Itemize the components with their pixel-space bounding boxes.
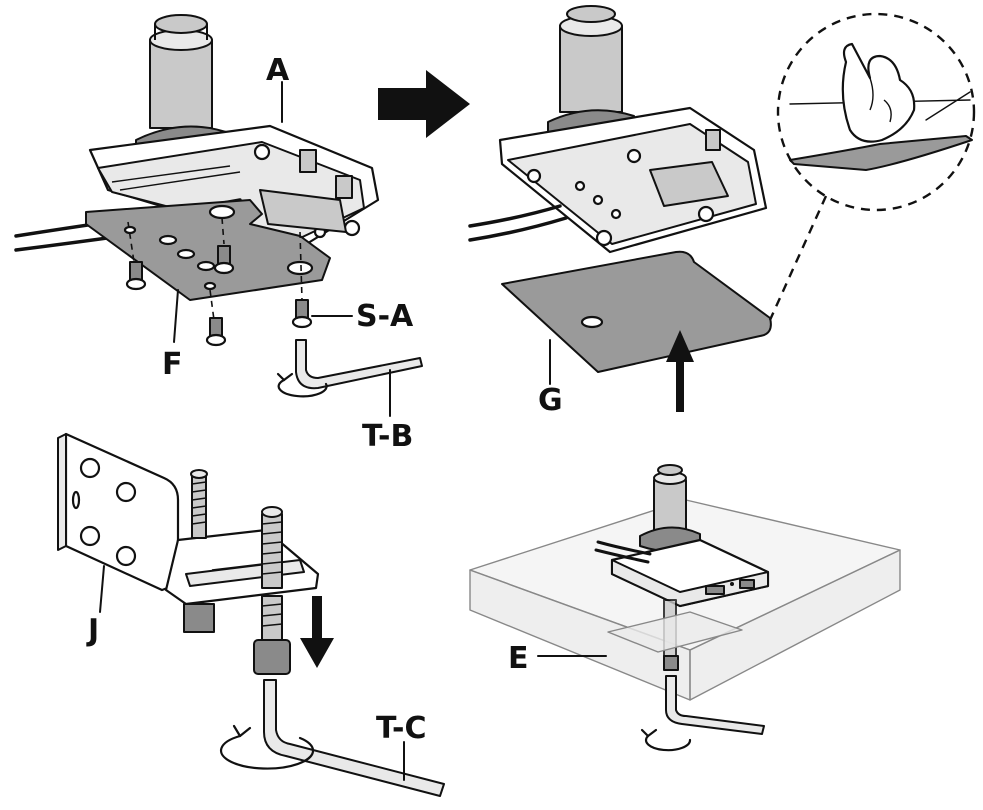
panel-peel-film: G [468,5,976,418]
base-unit [610,538,770,608]
base-housing [88,124,380,250]
label-a: A [266,53,290,88]
detail-peeling-film [789,42,973,171]
label-t-b: T-B [362,419,413,454]
screw-s-a [125,245,313,347]
label-s-a: S-A [356,299,414,334]
label-j: J [86,613,99,648]
hex-key-t-c [219,679,445,797]
rotate-clockwise-icon [644,734,692,752]
base-housing-underside [498,106,768,254]
panel-clamp-bracket: J T-C [57,432,445,797]
mounting-plate-e [607,611,743,653]
panel-mounted-desk: E [469,464,901,752]
rotate-clockwise-icon [277,378,328,398]
hex-key [640,675,765,752]
clamp-screw [253,506,291,675]
panel-base-with-plate: A S-A F T-B [14,14,423,454]
arrow-up-icon [666,330,694,412]
label-e: E [508,641,529,676]
label-t-c: T-C [376,711,427,746]
protective-film-g [501,250,772,373]
arrow-down-icon [300,596,334,668]
rotate-clockwise-icon [219,734,315,770]
label-g: G [538,383,563,418]
hex-key-t-b [276,339,423,398]
arrow-right-icon [378,70,470,138]
label-f: F [162,347,183,382]
